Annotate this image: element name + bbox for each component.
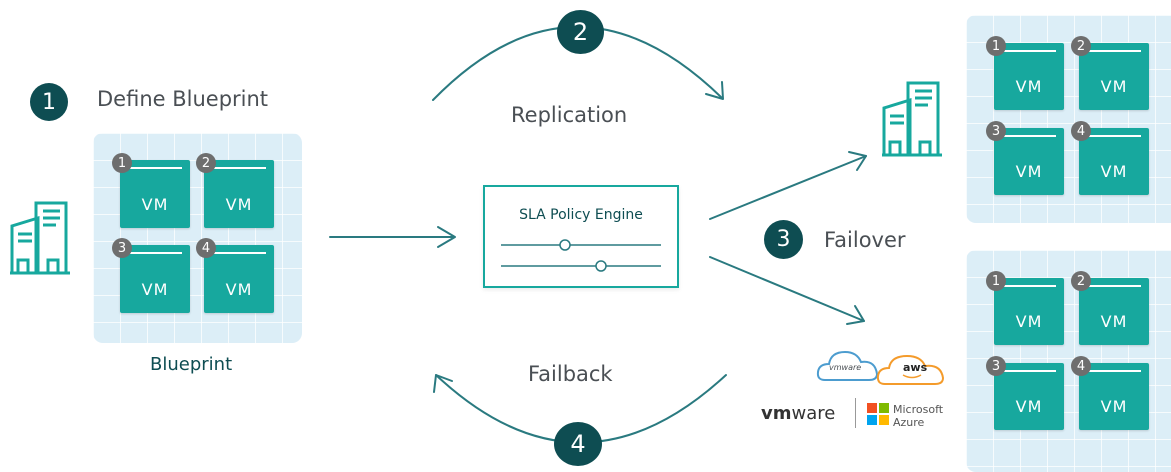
vm-box-2: VM — [204, 160, 274, 228]
step-2-label: Replication — [511, 103, 628, 127]
vmware-wordmark-ware: ware — [791, 403, 836, 424]
step-3-label: Failover — [824, 228, 906, 252]
azure-text: Azure — [893, 416, 925, 429]
step-4-number: 4 — [570, 430, 586, 458]
step-2-badge: 2 — [557, 10, 604, 54]
step-4-badge: 4 — [554, 422, 602, 466]
vm-number-badge: 3 — [986, 121, 1006, 141]
vm-box-4: VM — [1079, 363, 1149, 430]
step-3-number: 3 — [776, 227, 791, 252]
step-1-number: 1 — [42, 89, 56, 115]
vm-box-4: VM — [1079, 128, 1149, 195]
cloud-icon — [816, 350, 945, 385]
vm-number-badge: 4 — [1071, 121, 1091, 141]
vm-number-badge: 4 — [1071, 356, 1091, 376]
vm-box-3: VM — [994, 363, 1064, 430]
step-2-number: 2 — [572, 18, 589, 46]
vm-label: VM — [1100, 312, 1128, 331]
vm-label: VM — [1100, 397, 1128, 416]
vm-box-3: VM — [994, 128, 1064, 195]
vm-label: VM — [225, 195, 253, 214]
flow-arrows — [329, 26, 867, 444]
vm-number-badge: 1 — [986, 36, 1006, 56]
vm-box-4: VM — [204, 245, 274, 313]
step-1-label: Define Blueprint — [97, 87, 269, 111]
vm-box-1: VM — [120, 160, 190, 228]
vm-label: VM — [1015, 162, 1043, 181]
sla-policy-engine: SLA Policy Engine — [483, 185, 679, 288]
sla-title: SLA Policy Engine — [519, 207, 643, 223]
vm-box-1: VM — [994, 278, 1064, 345]
step-3-badge: 3 — [764, 220, 803, 259]
azure-logo-icon — [867, 403, 889, 425]
slider-icon — [501, 239, 661, 272]
vm-number-badge: 1 — [112, 153, 132, 173]
vmware-cloud-logo-text: vmware — [829, 363, 862, 372]
vm-box-3: VM — [120, 245, 190, 313]
vmware-wordmark: vmware — [761, 403, 835, 424]
vm-box-2: VM — [1079, 278, 1149, 345]
logo-divider — [855, 398, 856, 428]
arrow-to-cloud — [709, 256, 865, 322]
vm-number-badge: 3 — [112, 238, 132, 258]
vm-number-badge: 1 — [986, 271, 1006, 291]
vm-box-2: VM — [1079, 43, 1149, 110]
aws-logo-text: aws — [903, 361, 928, 374]
blueprint-caption: Blueprint — [150, 354, 233, 375]
vm-label: VM — [1100, 162, 1128, 181]
arrow-to-site — [709, 155, 867, 220]
vm-number-badge: 2 — [196, 153, 216, 173]
building-icon — [10, 201, 70, 275]
vm-label: VM — [1100, 77, 1128, 96]
vm-label: VM — [1015, 397, 1043, 416]
vm-number-badge: 2 — [1071, 36, 1091, 56]
vm-label: VM — [1015, 77, 1043, 96]
vm-label: VM — [225, 280, 253, 299]
building-icon — [882, 81, 942, 157]
vm-label: VM — [1015, 312, 1043, 331]
vmware-wordmark-vm: vm — [761, 403, 792, 424]
step-4-label: Failback — [528, 362, 613, 386]
vm-box-1: VM — [994, 43, 1064, 110]
microsoft-text: Microsoft — [893, 403, 944, 416]
step-1-badge: 1 — [30, 83, 68, 121]
vm-number-badge: 2 — [1071, 271, 1091, 291]
vm-number-badge: 3 — [986, 356, 1006, 376]
recovery-site-panel: VM VM VM VM 1 2 3 4 — [966, 15, 1171, 223]
vm-label: VM — [141, 195, 169, 214]
aws-smile-icon — [902, 374, 922, 379]
vm-label: VM — [141, 280, 169, 299]
cloud-site-panel: VM VM VM VM 1 2 3 4 — [966, 250, 1171, 472]
vm-number-badge: 4 — [196, 238, 216, 258]
blueprint-panel: VM VM VM VM 1 2 3 4 — [93, 133, 302, 343]
